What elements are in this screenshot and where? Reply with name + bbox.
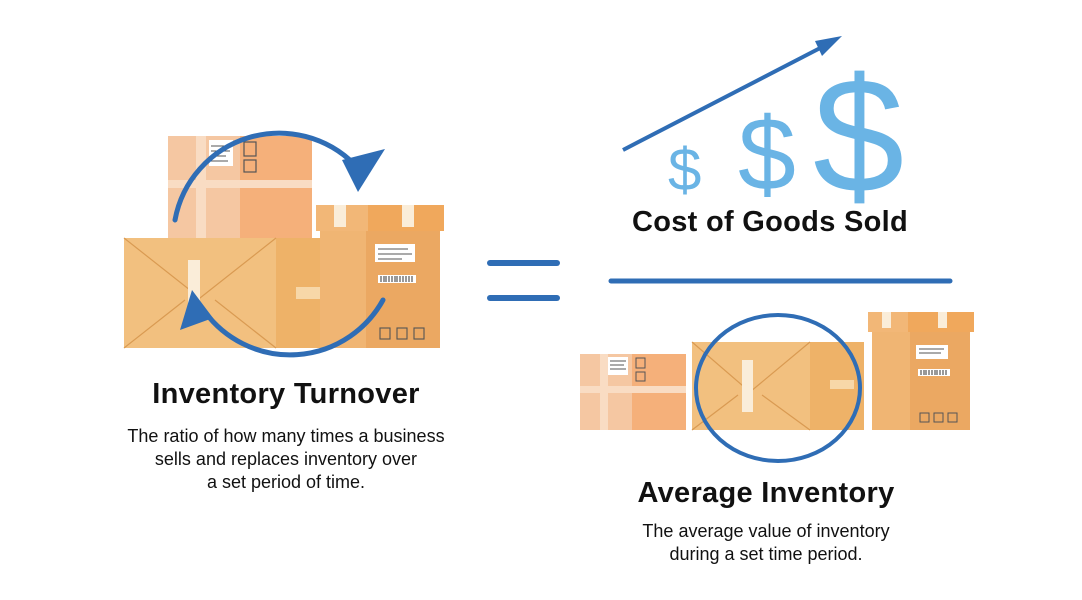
dollar-sign-large-icon: $	[813, 44, 905, 227]
average-highlight-circle	[694, 313, 862, 463]
description-line: a set period of time.	[206, 472, 366, 492]
right-package-box	[316, 205, 444, 348]
cost-of-goods-sold-label: Cost of Goods Sold	[631, 206, 909, 238]
average-inventory-description: The average value of inventory during a …	[590, 520, 942, 566]
dollar-sign-medium-icon: $	[738, 97, 796, 213]
average-inventory-boxes	[580, 312, 974, 431]
description-line: during a set time period.	[669, 544, 863, 564]
dollar-sign-small-icon: $	[668, 136, 702, 203]
arrow-head-icon	[180, 290, 213, 330]
inventory-turnover-description: The ratio of how many times a business s…	[100, 425, 472, 494]
average-inventory-title: Average Inventory	[637, 477, 895, 509]
description-line: sells and replaces inventory over	[154, 449, 418, 469]
rising-trend-arrow	[622, 43, 827, 152]
arrow-head-icon	[342, 149, 385, 192]
envelope-package-box	[691, 341, 864, 431]
small-package-box	[580, 354, 686, 430]
turnover-cycle-arrows	[172, 130, 386, 358]
description-line: The ratio of how many times a business	[127, 426, 445, 446]
arrow-head-icon	[815, 36, 842, 56]
tall-package-box	[868, 312, 974, 430]
top-package-box	[168, 136, 312, 242]
description-line: The average value of inventory	[642, 521, 890, 541]
inventory-turnover-title: Inventory Turnover	[152, 378, 420, 410]
left-box-stack	[123, 136, 444, 349]
equals-sign	[487, 260, 560, 301]
